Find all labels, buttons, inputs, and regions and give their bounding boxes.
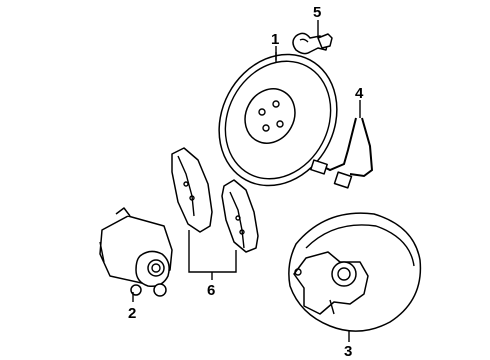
part-2-caliper xyxy=(99,207,173,297)
callout-2: 2 xyxy=(128,305,136,322)
part-3-backing-plate xyxy=(288,212,422,332)
callout-4: 4 xyxy=(355,85,364,102)
part-4-sensor xyxy=(310,117,374,189)
callout-6: 6 xyxy=(207,282,215,299)
part-1-rotor xyxy=(218,53,338,187)
callout-3: 3 xyxy=(344,343,352,360)
callout-5: 5 xyxy=(313,4,321,21)
callout-1: 1 xyxy=(271,31,279,48)
leader-6 xyxy=(188,230,237,273)
part-6-pads xyxy=(171,147,259,253)
leader-lines xyxy=(132,20,361,342)
part-5-clip xyxy=(292,32,333,55)
